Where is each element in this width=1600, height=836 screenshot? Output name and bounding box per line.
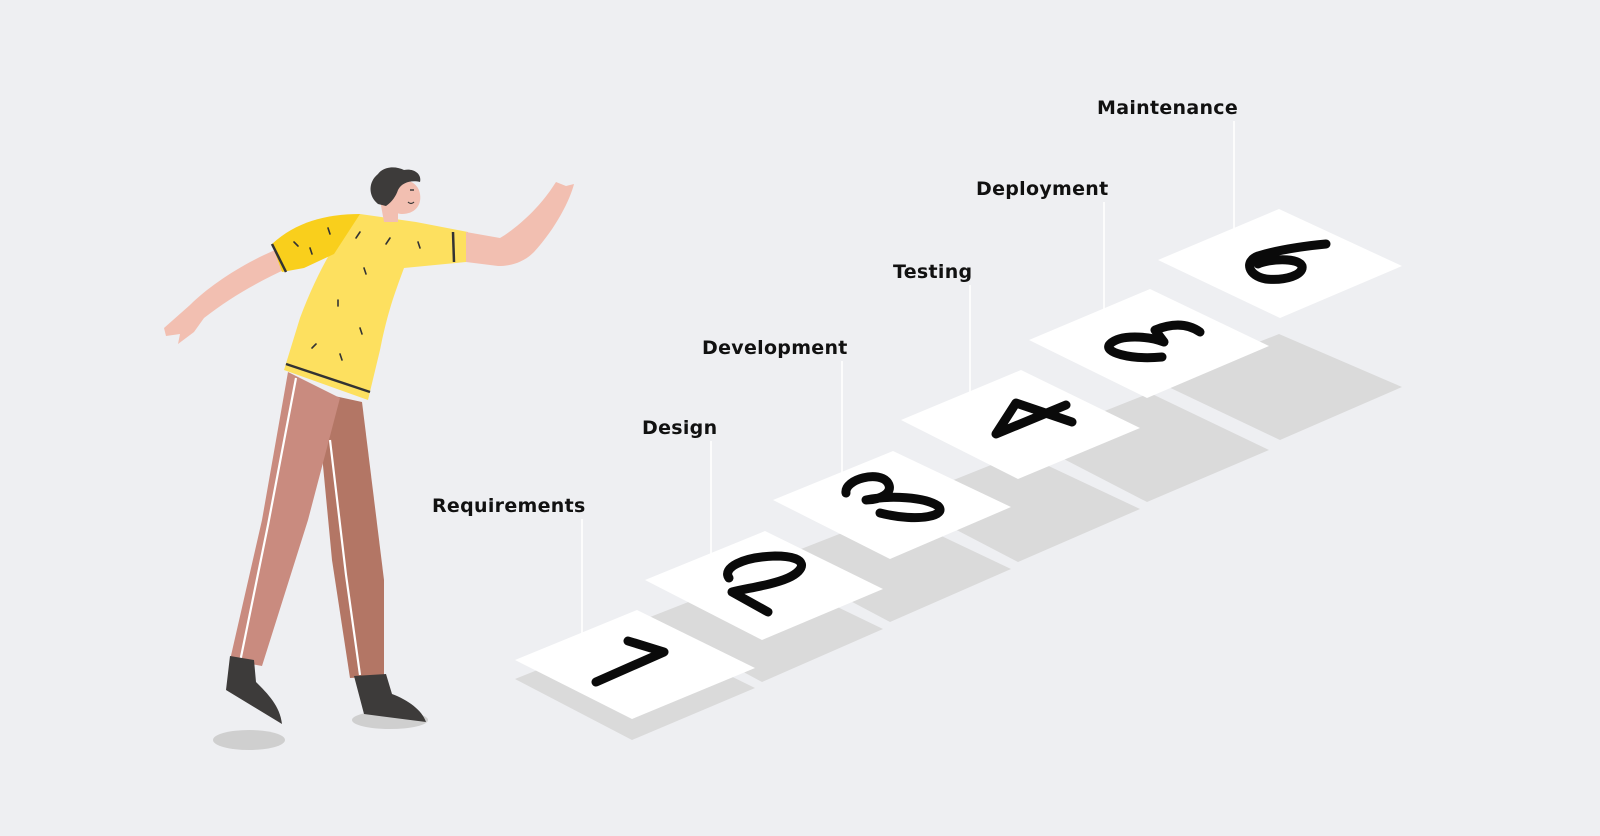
person-stepping-icon: [164, 167, 574, 750]
step-label-testing: Testing: [893, 261, 972, 283]
numeral-3: [841, 472, 945, 523]
step-labels: Requirements Design Development Testing …: [432, 97, 1238, 517]
connector-lines: [581, 121, 1235, 640]
shirt: [284, 214, 468, 400]
foot-shadow-back: [213, 730, 285, 750]
smile: [407, 201, 415, 205]
tile-3: [773, 451, 1011, 559]
leg-front: [230, 372, 340, 666]
step-label-maintenance: Maintenance: [1097, 97, 1238, 119]
step-label-development: Development: [702, 337, 848, 359]
numeral-5: [1104, 320, 1205, 363]
arm-back: [164, 248, 288, 344]
step-label-requirements: Requirements: [432, 495, 586, 517]
hair: [370, 167, 421, 206]
shirt-hem: [285, 362, 371, 394]
step-label-deployment: Deployment: [976, 178, 1109, 200]
pant-stripe-front: [238, 377, 298, 663]
pant-stripe-back: [328, 439, 362, 676]
step-label-design: Design: [642, 417, 717, 439]
sleeve-back: [272, 214, 360, 272]
shoe-front: [226, 656, 282, 724]
tile-5: [1029, 289, 1269, 398]
sleeve-cuff-back: [270, 243, 288, 273]
shirt-pattern: [293, 227, 421, 361]
tile-numerals: [591, 239, 1331, 687]
tile-shadow-3: [773, 513, 1011, 622]
numeral-6: [1245, 239, 1331, 284]
numeral-4: [991, 398, 1077, 439]
arm-front: [466, 182, 574, 266]
numeral-1: [591, 636, 669, 687]
numeral-2: [723, 551, 806, 617]
shoe-back: [354, 674, 426, 722]
tile-shadow-4: [901, 453, 1140, 562]
sleeve-cuff-front: [451, 231, 456, 263]
